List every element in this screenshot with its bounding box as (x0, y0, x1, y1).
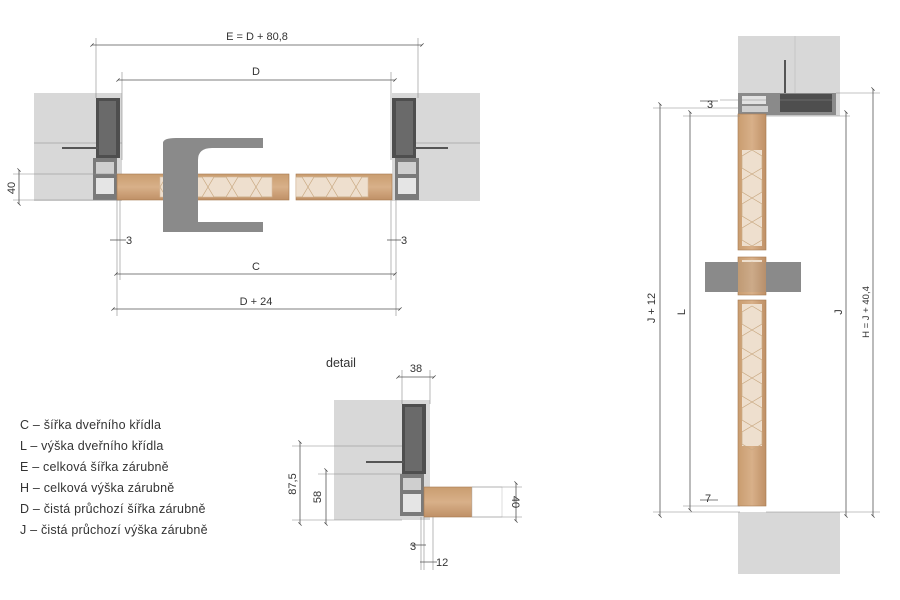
frame-profile-left (62, 98, 120, 200)
frame-profile-top (738, 60, 836, 115)
door-leaf-plan (116, 173, 393, 201)
dim-d24-label: D + 24 (240, 296, 273, 308)
dim-7-label: 7 (705, 493, 711, 505)
elevation-view: 3 J + 12 L J H = J + 40,4 7 (646, 36, 880, 574)
dim-e-label: E = D + 80,8 (226, 31, 288, 43)
dim-3-detail-label: 3 (410, 541, 416, 553)
legend-item: E – celková šířka zárubně (20, 460, 169, 474)
legend-item: L – výška dveřního křídla (20, 439, 164, 453)
legend-item: C – šířka dveřního křídla (20, 418, 161, 432)
legend: C – šířka dveřního křídla L – výška dveř… (20, 418, 208, 537)
door-leaf-detail (423, 486, 503, 518)
dim-3-right-label: 3 (401, 235, 407, 247)
door-handle (163, 138, 263, 232)
dim-j-label: J (833, 309, 845, 315)
dim-87-label: 87,5 (287, 473, 299, 494)
plan-view: E = D + 80,8 D C D + 24 40 3 3 (6, 31, 480, 316)
detail-view: detail 38 87,5 (287, 356, 522, 570)
dim-38-label: 38 (410, 363, 422, 375)
dim-l-label: L (676, 309, 688, 315)
dim-3-left-label: 3 (126, 235, 132, 247)
dim-h-label: H = J + 40,4 (861, 286, 872, 338)
dim-j12-label: J + 12 (646, 293, 658, 323)
frame-profile-detail (366, 404, 426, 516)
door-leaf-elevation (737, 113, 767, 507)
dim-40-label: 40 (6, 182, 18, 194)
dim-3-elev-label: 3 (707, 99, 713, 111)
dim-c-label: C (252, 261, 260, 273)
frame-profile-right (392, 98, 448, 200)
wall-bottom (738, 512, 840, 574)
dim-d-label: D (252, 66, 260, 78)
legend-item: D – čistá průchozí šířka zárubně (20, 502, 206, 516)
legend-item: H – celková výška zárubně (20, 481, 174, 495)
dim-12-detail-label: 12 (436, 557, 448, 569)
detail-title: detail (326, 356, 356, 370)
legend-item: J – čistá průchozí výška zárubně (20, 523, 208, 537)
dim-58-label: 58 (312, 491, 324, 503)
dim-40-detail-label: 40 (509, 496, 521, 508)
